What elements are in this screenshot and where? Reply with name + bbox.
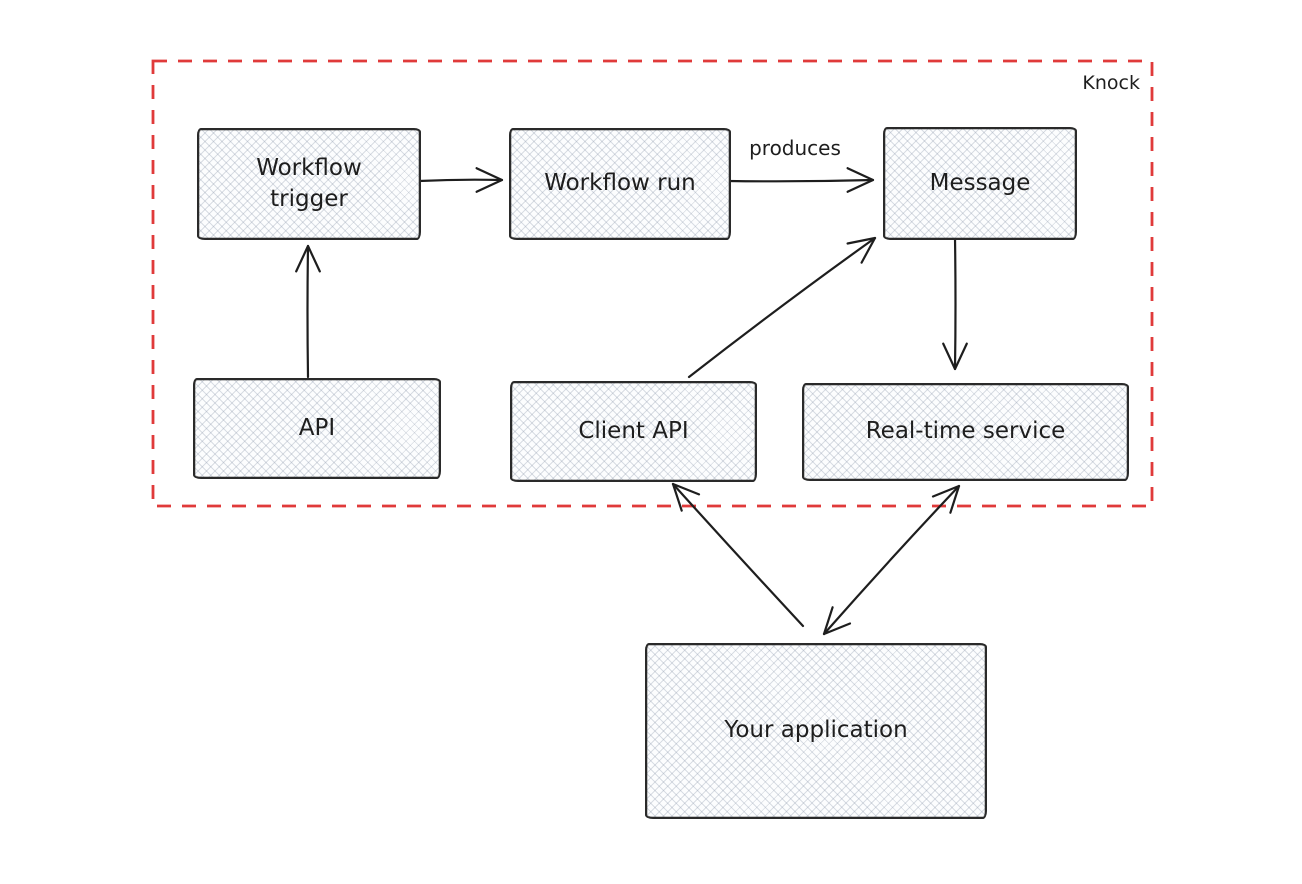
arrow-api-to-trigger — [295, 244, 321, 379]
node-api: API — [193, 378, 441, 479]
node-client-api: Client API — [510, 381, 757, 482]
node-your-application-label: Your application — [724, 717, 908, 744]
node-real-time-service-label: Real-time service — [865, 418, 1066, 445]
arrow-app-to-clientapi — [671, 482, 805, 628]
node-workflow-trigger-label: Workflow trigger — [256, 154, 362, 212]
arrow-run-to-message — [726, 167, 875, 193]
node-message-label: Message — [929, 169, 1031, 196]
arrow-trigger-to-run — [417, 167, 504, 193]
node-api-label: API — [298, 414, 336, 441]
edge-label-produces: produces — [749, 136, 841, 160]
arrow-message-to-realtime — [942, 236, 968, 371]
arrow-clientapi-to-message — [687, 236, 877, 379]
arrow-realtime-app-bidirectional — [822, 484, 961, 636]
node-message: Message — [883, 127, 1077, 240]
node-your-application: Your application — [645, 643, 987, 819]
node-workflow-run: Workflow run — [509, 128, 731, 240]
knock-boundary-label: Knock — [1082, 72, 1140, 94]
node-client-api-label: Client API — [578, 417, 689, 444]
node-real-time-service: Real-time service — [802, 383, 1129, 481]
node-workflow-run-label: Workflow run — [544, 170, 696, 197]
node-workflow-trigger: Workflow trigger — [197, 128, 421, 240]
